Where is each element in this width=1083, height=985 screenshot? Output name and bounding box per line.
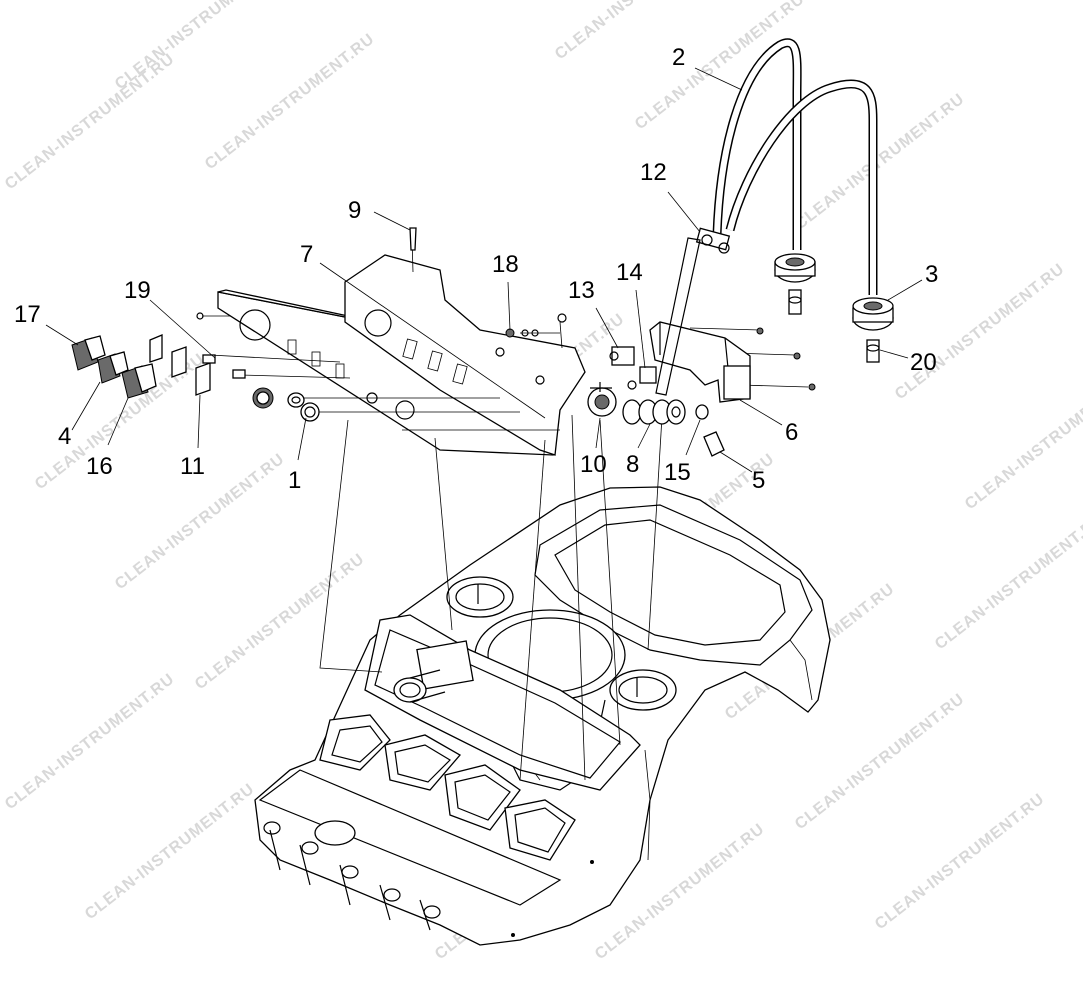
callout-13: 13 <box>568 277 595 304</box>
callout-labels: 1 2 3 4 5 6 7 8 9 10 11 12 13 14 15 16 1… <box>14 44 938 494</box>
switches-left <box>71 312 246 399</box>
callout-3: 3 <box>925 261 938 288</box>
watermark: CLEAN-INSTRUMENT.RU <box>962 370 1083 513</box>
watermark: CLEAN-INSTRUMENT.RU <box>792 690 968 833</box>
housing <box>254 486 831 946</box>
callout-7: 7 <box>300 241 313 268</box>
bracket-6 <box>649 321 816 403</box>
watermark: CLEAN-INSTRUMENT.RU <box>2 50 178 193</box>
callout-20: 20 <box>910 349 937 376</box>
callout-17: 17 <box>14 301 41 328</box>
watermark: CLEAN-INSTRUMENT.RU <box>192 550 368 693</box>
callout-9: 9 <box>348 197 361 224</box>
callout-5: 5 <box>752 467 765 494</box>
callout-19: 19 <box>124 277 151 304</box>
watermark: CLEAN-INSTRUMENT.RU <box>2 670 178 813</box>
callout-14: 14 <box>616 259 643 286</box>
valve-assembly <box>409 227 725 457</box>
hose-assembly <box>655 38 894 396</box>
callout-16: 16 <box>86 453 113 480</box>
callout-10: 10 <box>580 451 607 478</box>
watermark: CLEAN-INSTRUMENT.RU <box>632 0 808 133</box>
callout-15: 15 <box>664 459 691 486</box>
callout-2: 2 <box>672 44 685 71</box>
callout-12: 12 <box>640 159 667 186</box>
callout-18: 18 <box>492 251 519 278</box>
control-panel-front <box>344 254 586 456</box>
watermark: CLEAN-INSTRUMENT.RU <box>792 90 968 233</box>
callout-leaders <box>45 67 923 473</box>
watermark: CLEAN-INSTRUMENT.RU <box>932 510 1083 653</box>
callout-1: 1 <box>288 467 301 494</box>
callout-4: 4 <box>58 423 71 450</box>
callout-8: 8 <box>626 451 639 478</box>
callout-11: 11 <box>180 453 205 480</box>
watermark: CLEAN-INSTRUMENT.RU <box>82 780 258 923</box>
watermark: CLEAN-INSTRUMENT.RU <box>872 790 1048 933</box>
watermark: CLEAN-INSTRUMENT.RU <box>202 30 378 173</box>
knob-parts <box>252 387 320 422</box>
watermark: CLEAN-INSTRUMENT.RU <box>552 0 728 63</box>
callout-6: 6 <box>785 419 798 446</box>
